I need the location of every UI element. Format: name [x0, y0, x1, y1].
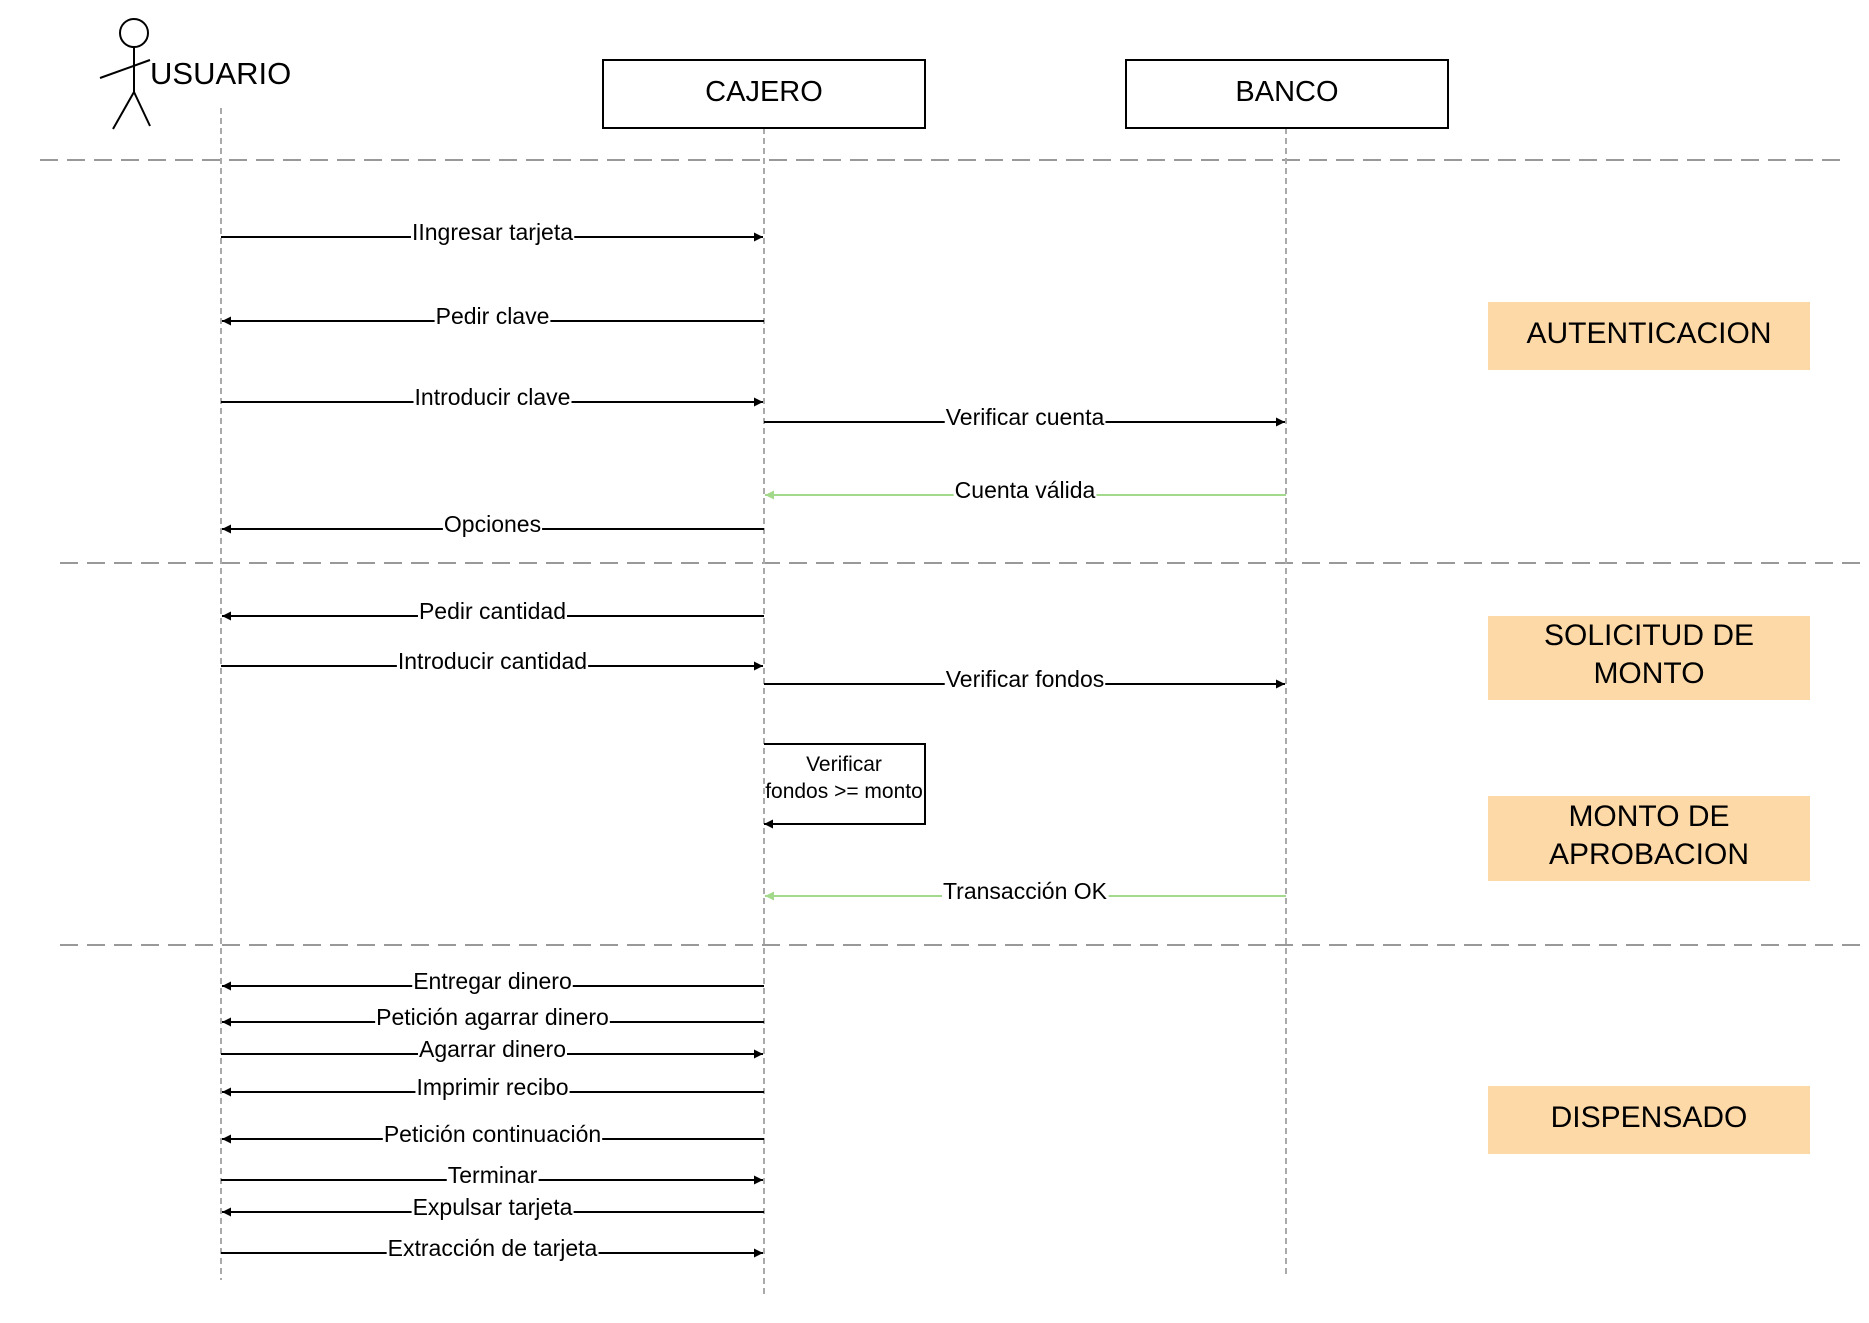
message-label: Introducir cantidad [398, 648, 587, 674]
message-label-background [434, 305, 551, 327]
actor-cajero: CAJERO [602, 59, 926, 129]
phase-autenticacion: AUTENTICACION [1488, 302, 1810, 370]
message-label: IIngresar tarjeta [412, 219, 573, 245]
message-label-background [415, 1076, 570, 1098]
phase-box [1488, 796, 1810, 881]
actor-box-cajero [602, 59, 926, 129]
message-label: Opciones [444, 511, 541, 537]
message: Extracción de tarjeta [221, 1235, 763, 1261]
message-label-background [446, 1164, 539, 1186]
actor-label-banco: BANCO [1235, 76, 1338, 108]
self-message-label-line-2: fondos >= monto [765, 780, 923, 803]
message-label-background [396, 650, 589, 672]
message-label: Verificar cuenta [946, 404, 1105, 430]
message-label: Terminar [448, 1162, 538, 1188]
message-label: Expulsar tarjeta [413, 1194, 573, 1220]
phase-label-dispensado: DISPENSADO [1551, 1101, 1748, 1134]
message-label-background [944, 406, 1106, 428]
phase-monto-de-aprobacion: MONTO DE APROBACION [1488, 796, 1810, 881]
message-label-background [410, 221, 575, 243]
message-label-background [375, 1006, 610, 1028]
message-label: Petición agarrar dinero [376, 1004, 609, 1030]
message-label-background [382, 1123, 603, 1145]
phase-label-solicitud-line-1: SOLICITUD DE [1544, 619, 1754, 652]
phase-box [1488, 302, 1810, 370]
message-label: Agarrar dinero [419, 1036, 566, 1062]
message: Petición agarrar dinero [222, 1004, 764, 1030]
message-label: Transacción OK [943, 878, 1108, 904]
actor-box-banco [1125, 59, 1449, 129]
message: Cuenta válida [765, 477, 1286, 503]
message-label-background [417, 600, 568, 622]
message-label-background [386, 1237, 599, 1259]
self-message-label-line-1: Verificar [806, 753, 882, 776]
actor-label-cajero: CAJERO [705, 76, 823, 108]
message: Agarrar dinero [221, 1036, 763, 1062]
message: Terminar [221, 1162, 763, 1188]
phase-label-solicitud-line-2: MONTO [1593, 657, 1704, 690]
message-label-background [411, 1196, 574, 1218]
lifelines [220, 108, 1287, 1298]
message: Verificar cuenta [764, 404, 1285, 430]
stick-figure-icon [99, 18, 151, 130]
message: Introducir clave [221, 384, 763, 410]
message: Pedir cantidad [222, 598, 764, 624]
message-label-background [412, 970, 573, 992]
message-label-background [944, 668, 1106, 690]
actor-label-usuario: USUARIO [150, 56, 291, 91]
phase-solicitud-de-monto: SOLICITUD DE MONTO [1488, 616, 1810, 700]
phase-dispensado: DISPENSADO [1488, 1086, 1810, 1154]
phase-label-autenticacion: AUTENTICACION [1526, 317, 1771, 350]
message-label-background [941, 880, 1109, 902]
actor-usuario: USUARIO [99, 18, 291, 130]
message-label: Introducir clave [415, 384, 571, 410]
self-message-arrow [764, 743, 926, 829]
message-label-background [442, 513, 543, 535]
message-label: Petición continuación [384, 1121, 601, 1147]
message-label: Pedir cantidad [419, 598, 566, 624]
message-label: Extracción de tarjeta [388, 1235, 598, 1261]
message: Imprimir recibo [222, 1074, 764, 1100]
message-label: Imprimir recibo [416, 1074, 568, 1100]
message-label: Verificar fondos [946, 666, 1105, 692]
message-label: Pedir clave [436, 303, 550, 329]
message: Verificar fondos [764, 666, 1285, 692]
phase-label-aprobacion-line-1: MONTO DE [1568, 800, 1729, 833]
message-label-background [417, 1038, 568, 1060]
phase-separators [40, 159, 1860, 946]
message-label-background [413, 386, 572, 408]
phase-box [1488, 616, 1810, 700]
phase-label-aprobacion-line-2: APROBACION [1549, 838, 1749, 871]
message: Expulsar tarjeta [222, 1194, 764, 1220]
message-label-background [953, 479, 1097, 501]
message: Entregar dinero [222, 968, 764, 994]
message: Opciones [222, 511, 764, 537]
message: Pedir clave [222, 303, 764, 329]
message: IIngresar tarjeta [221, 219, 763, 245]
message: Introducir cantidad [221, 648, 763, 674]
self-message: Verificar fondos >= monto [764, 743, 926, 829]
actor-banco: BANCO [1125, 59, 1449, 129]
message: Petición continuación [222, 1121, 764, 1147]
message-label: Cuenta válida [955, 477, 1096, 503]
phase-box [1488, 1086, 1810, 1154]
message-label: Entregar dinero [413, 968, 572, 994]
message: Transacción OK [765, 878, 1286, 904]
